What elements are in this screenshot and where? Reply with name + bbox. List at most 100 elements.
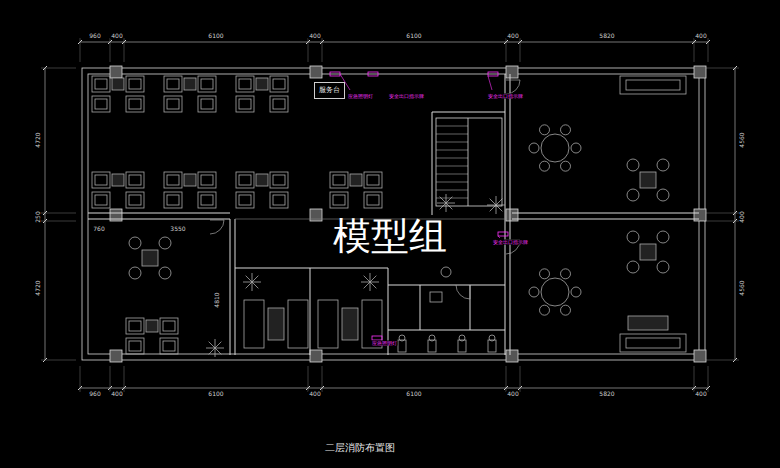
extension-line — [110, 38, 111, 62]
plant — [370, 273, 371, 282]
stair-rail — [468, 118, 469, 206]
plant — [496, 205, 505, 206]
wall-line — [505, 74, 506, 355]
dimension-text: 6100 — [207, 33, 224, 39]
plant — [446, 203, 455, 204]
fire-symbol — [368, 72, 378, 76]
chair — [159, 267, 171, 279]
column — [506, 350, 518, 362]
plant — [487, 205, 496, 206]
dimension-text: 250 — [35, 210, 41, 223]
furniture — [270, 96, 288, 112]
dimension-text: 4720 — [35, 131, 41, 148]
column — [694, 66, 706, 78]
extension-line — [520, 366, 521, 392]
furniture — [330, 172, 348, 188]
plant — [370, 276, 376, 282]
round-table — [541, 134, 569, 162]
stair — [436, 118, 502, 206]
plant — [496, 199, 502, 205]
dimension-text: 4560 — [739, 279, 745, 296]
extension-line — [708, 366, 709, 392]
chair — [627, 231, 639, 243]
furniture — [163, 321, 175, 331]
dimension-text: 400 — [308, 33, 321, 39]
toilet — [488, 340, 496, 352]
chair — [529, 287, 539, 297]
furniture — [126, 338, 144, 354]
fire-symbol — [330, 72, 340, 76]
basin — [430, 292, 442, 302]
chair — [561, 305, 571, 315]
plant — [496, 196, 497, 205]
table — [350, 174, 362, 186]
dimension-text: 760 — [92, 226, 105, 232]
plant — [215, 339, 216, 348]
furniture — [198, 96, 216, 112]
plant — [370, 282, 376, 288]
furniture — [160, 318, 178, 334]
dimension-text: 960 — [88, 33, 101, 39]
column — [506, 66, 518, 78]
table — [256, 174, 268, 186]
extension-line — [41, 221, 76, 222]
furniture — [367, 175, 379, 185]
furniture — [273, 195, 285, 205]
column — [110, 350, 122, 362]
chair — [129, 237, 141, 249]
furniture — [164, 192, 182, 208]
furniture — [201, 195, 213, 205]
furniture — [273, 99, 285, 109]
extension-line — [41, 360, 76, 361]
fire-symbol — [488, 72, 498, 76]
furniture — [160, 338, 178, 354]
wall-line — [388, 285, 505, 286]
wall-line — [235, 268, 388, 269]
plant — [252, 282, 253, 291]
toilet — [489, 335, 495, 341]
fire-symbol — [498, 232, 508, 236]
dimension-text: 400 — [110, 391, 123, 397]
wall-line — [512, 219, 699, 220]
chair — [561, 161, 571, 171]
table — [184, 174, 196, 186]
extension-line — [704, 68, 739, 69]
counter-label: 服务台 — [319, 87, 340, 94]
toilet — [429, 335, 435, 341]
furniture — [198, 76, 216, 92]
stair-tread — [436, 134, 468, 135]
plant — [361, 282, 370, 283]
extension-line — [520, 38, 521, 62]
furniture — [239, 195, 251, 205]
fire-label: 安全出口指示牌 — [492, 240, 529, 245]
watermark: 模型组 — [332, 217, 448, 255]
dimension-text: 5820 — [598, 391, 615, 397]
chair — [561, 125, 571, 135]
wall-line — [432, 112, 505, 113]
chair — [540, 161, 550, 171]
furniture — [236, 192, 254, 208]
chair — [627, 189, 639, 201]
furniture — [164, 172, 182, 188]
table — [142, 250, 158, 266]
chair — [657, 261, 669, 273]
furniture — [92, 192, 110, 208]
plant — [215, 348, 224, 349]
extension-line — [506, 366, 507, 392]
dimension-text: 960 — [88, 391, 101, 397]
furniture — [92, 172, 110, 188]
furniture — [239, 79, 251, 89]
toilet — [398, 340, 406, 352]
table — [640, 244, 656, 260]
chair — [657, 231, 669, 243]
furniture — [163, 341, 175, 351]
dimension-text: 400 — [694, 391, 707, 397]
stair-tread — [436, 158, 468, 159]
plant — [446, 197, 452, 203]
dimension-line — [80, 388, 708, 389]
toilet — [399, 335, 405, 341]
furniture — [95, 195, 107, 205]
dimension-text: 6100 — [405, 33, 422, 39]
extension-line — [80, 38, 81, 62]
extension-line — [704, 213, 739, 214]
